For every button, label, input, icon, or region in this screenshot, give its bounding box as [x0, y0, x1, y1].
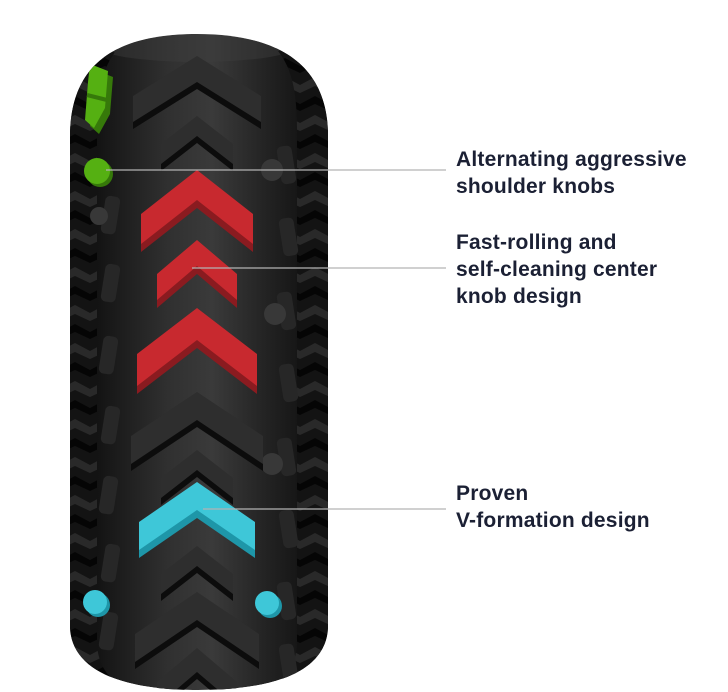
annotation-text-line: Proven — [456, 482, 529, 505]
annotation-text-line: self-cleaning center — [456, 258, 658, 281]
annotation-text-line: Alternating aggressive — [456, 148, 687, 171]
annotation-text-line: knob design — [456, 285, 582, 308]
tread-chevrons-lower — [131, 392, 263, 505]
tire-body — [70, 34, 328, 690]
red-chevron — [137, 308, 257, 394]
tread-chevron — [157, 648, 237, 690]
annotation-text-line: V-formation design — [456, 509, 650, 532]
annotation-text-line: shoulder knobs — [456, 175, 616, 198]
v-formation-shoulder-dots — [83, 590, 282, 618]
tread-chevrons-bottom — [135, 546, 259, 690]
tread-chevrons-upper — [133, 56, 261, 171]
annotation-shoulder-knobs: Alternating aggressive shoulder knobs — [456, 146, 687, 200]
red-chevron — [157, 240, 237, 308]
shoulder-band-left — [70, 34, 140, 690]
tread-chevron — [133, 56, 261, 129]
tread-chevron — [135, 592, 259, 669]
tread-chevron — [161, 546, 233, 601]
shoulder-knob-highlight — [84, 64, 113, 187]
tread-chevron — [131, 392, 263, 471]
annotation-text-line: Fast-rolling and — [456, 231, 617, 254]
v-formation-highlight — [139, 482, 255, 558]
side-lugs — [98, 145, 299, 683]
tread-chevron — [161, 450, 233, 505]
annotation-center-knob: Fast-rolling and self-cleaning center kn… — [456, 229, 657, 310]
annotation-v-formation: Proven V-formation design — [456, 480, 650, 534]
red-chevron — [141, 170, 253, 252]
center-knob-highlight — [137, 170, 257, 394]
shoulder-band-right — [254, 34, 328, 690]
tread-chevron — [161, 116, 233, 171]
